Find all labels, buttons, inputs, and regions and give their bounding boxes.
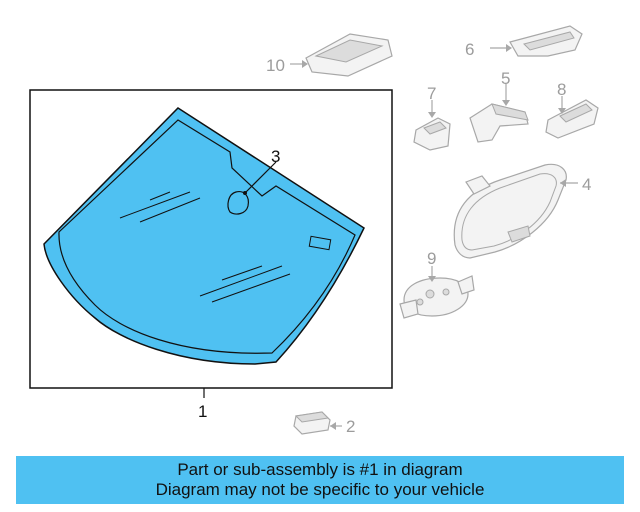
banner-line-2: Diagram may not be specific to your vehi… <box>155 480 485 499</box>
banner-line-1: Part or sub-assembly is #1 in diagram <box>177 460 463 479</box>
callout-4: 4 <box>582 175 591 194</box>
windshield-part[interactable] <box>43 107 365 365</box>
module-part[interactable] <box>290 33 393 77</box>
callout-10: 10 <box>266 56 285 75</box>
highlight-frame <box>29 89 393 389</box>
info-banner: Part or sub-assembly is #1 in diagram Di… <box>16 456 624 504</box>
bracket-part[interactable] <box>293 411 342 435</box>
callout-6: 6 <box>465 40 474 59</box>
callout-5: 5 <box>501 69 510 88</box>
parts-diagram: 1 2 3 4 5 6 7 8 9 10 <box>29 25 599 436</box>
mirror-part[interactable] <box>453 163 578 259</box>
callout-7: 7 <box>427 84 436 103</box>
callout-1: 1 <box>198 402 207 421</box>
callout-3: 3 <box>271 147 280 166</box>
callout-2: 2 <box>346 417 355 436</box>
rain-sensor-part[interactable] <box>227 161 277 215</box>
base-part[interactable] <box>399 266 475 319</box>
cover-part[interactable] <box>469 84 529 143</box>
retainer-part[interactable] <box>545 96 599 139</box>
trim-part[interactable] <box>490 25 583 57</box>
callout-8: 8 <box>557 80 566 99</box>
clip-part[interactable] <box>413 100 451 151</box>
callout-9: 9 <box>427 249 436 268</box>
